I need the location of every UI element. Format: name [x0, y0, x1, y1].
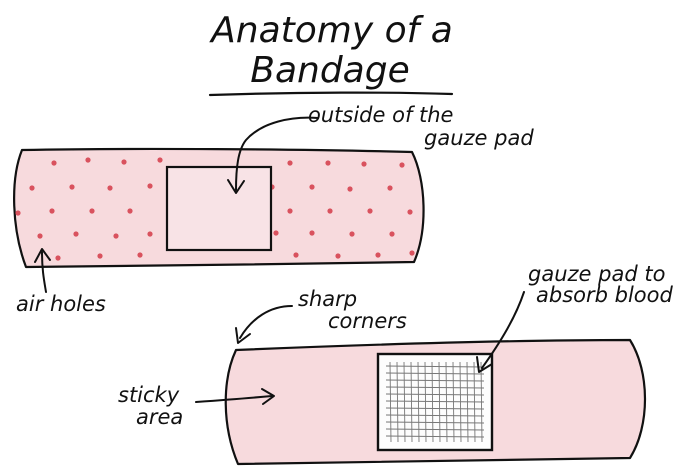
air-hole-dot: [375, 252, 380, 257]
air-hole-dot: [387, 185, 392, 190]
air-hole-dot: [69, 184, 74, 189]
label-corners-line2: corners: [328, 309, 407, 333]
air-hole-dot: [15, 210, 20, 215]
air-hole-dot: [309, 184, 314, 189]
air-hole-dot: [349, 231, 354, 236]
air-hole-dot: [37, 233, 42, 238]
air-hole-dot: [399, 162, 404, 167]
air-hole-dot: [113, 233, 118, 238]
air-hole-dot: [157, 157, 162, 162]
label-outside-line1: outside of the: [308, 103, 453, 127]
air-hole-dot: [127, 208, 132, 213]
air-hole-dot: [409, 250, 414, 255]
label-sticky-line1: sticky: [118, 383, 180, 407]
label-corners-line1: sharp: [298, 287, 357, 311]
air-hole-dot: [73, 231, 78, 236]
air-hole-dot: [147, 183, 152, 188]
bandage-outside: [14, 149, 423, 267]
air-hole-dot: [85, 157, 90, 162]
diagram-title-line2: Bandage: [250, 50, 410, 91]
air-hole-dot: [407, 209, 412, 214]
air-hole-dot: [49, 208, 54, 213]
air-hole-dot: [327, 208, 332, 213]
bandage-underside: [226, 340, 645, 464]
air-hole-dot: [325, 160, 330, 165]
air-hole-dot: [367, 208, 372, 213]
air-hole-dot: [137, 252, 142, 257]
air-hole-dot: [97, 253, 102, 258]
air-hole-dot: [51, 160, 56, 165]
air-hole-dot: [361, 161, 366, 166]
air-hole-dot: [335, 253, 340, 258]
air-hole-dot: [273, 230, 278, 235]
air-hole-dot: [121, 159, 126, 164]
air-hole-dot: [55, 255, 60, 260]
air-hole-dot: [389, 231, 394, 236]
diagram-title-line1: Anatomy of a: [209, 10, 453, 51]
arrow-corners-head: [236, 328, 250, 343]
air-hole-dot: [147, 231, 152, 236]
label-airholes: air holes: [16, 292, 106, 316]
label-gauze-line2: absorb blood: [536, 283, 673, 307]
air-hole-dot: [287, 160, 292, 165]
title-underline: [210, 93, 452, 95]
label-outside-line2: gauze pad: [424, 126, 534, 150]
air-hole-dot: [309, 230, 314, 235]
arrow-corners-line: [240, 306, 292, 338]
air-hole-dot: [107, 185, 112, 190]
air-hole-dot: [29, 185, 34, 190]
air-hole-dot: [89, 208, 94, 213]
outer-gauze-pad: [167, 167, 271, 250]
label-sticky-line2: area: [136, 405, 183, 429]
air-hole-dot: [287, 208, 292, 213]
air-hole-dot: [293, 252, 298, 257]
air-hole-dot: [347, 186, 352, 191]
